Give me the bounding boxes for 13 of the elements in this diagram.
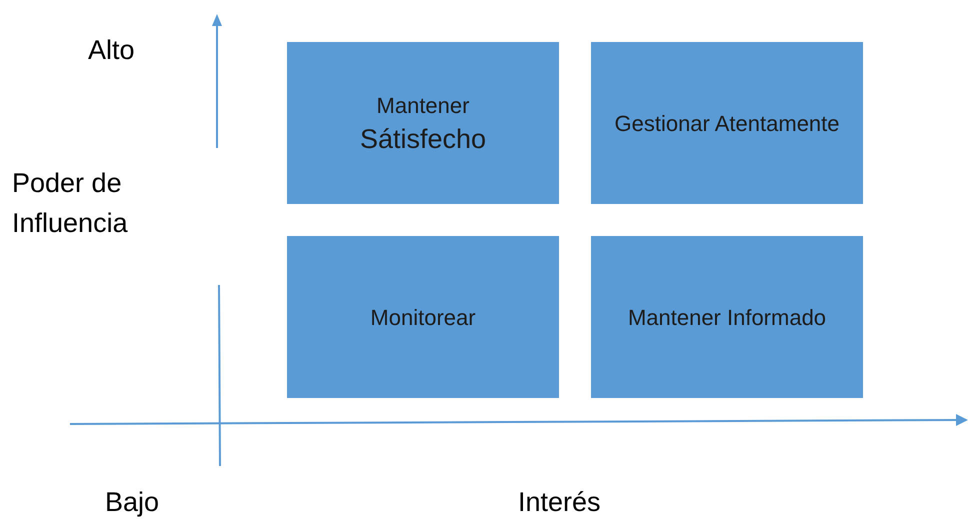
axis-label: Poder de Influencia [12,167,129,240]
quadrant-box [591,236,863,398]
quadrant-box [591,42,863,204]
quadrant-label: Mantener [376,92,470,120]
axis-label: Bajo [105,486,160,519]
axis-label: Interés [518,486,601,519]
quadrant-box [287,42,559,204]
quadrant-box [287,236,559,398]
quadrant-label: Mantener Informado [626,304,828,332]
quadrant-label: Monitorear [369,304,477,332]
axis-label: Alto [88,34,135,67]
quadrant-label: Gestionar Atentamente [613,110,841,138]
quadrant-label: Sátisfecho [358,122,488,156]
